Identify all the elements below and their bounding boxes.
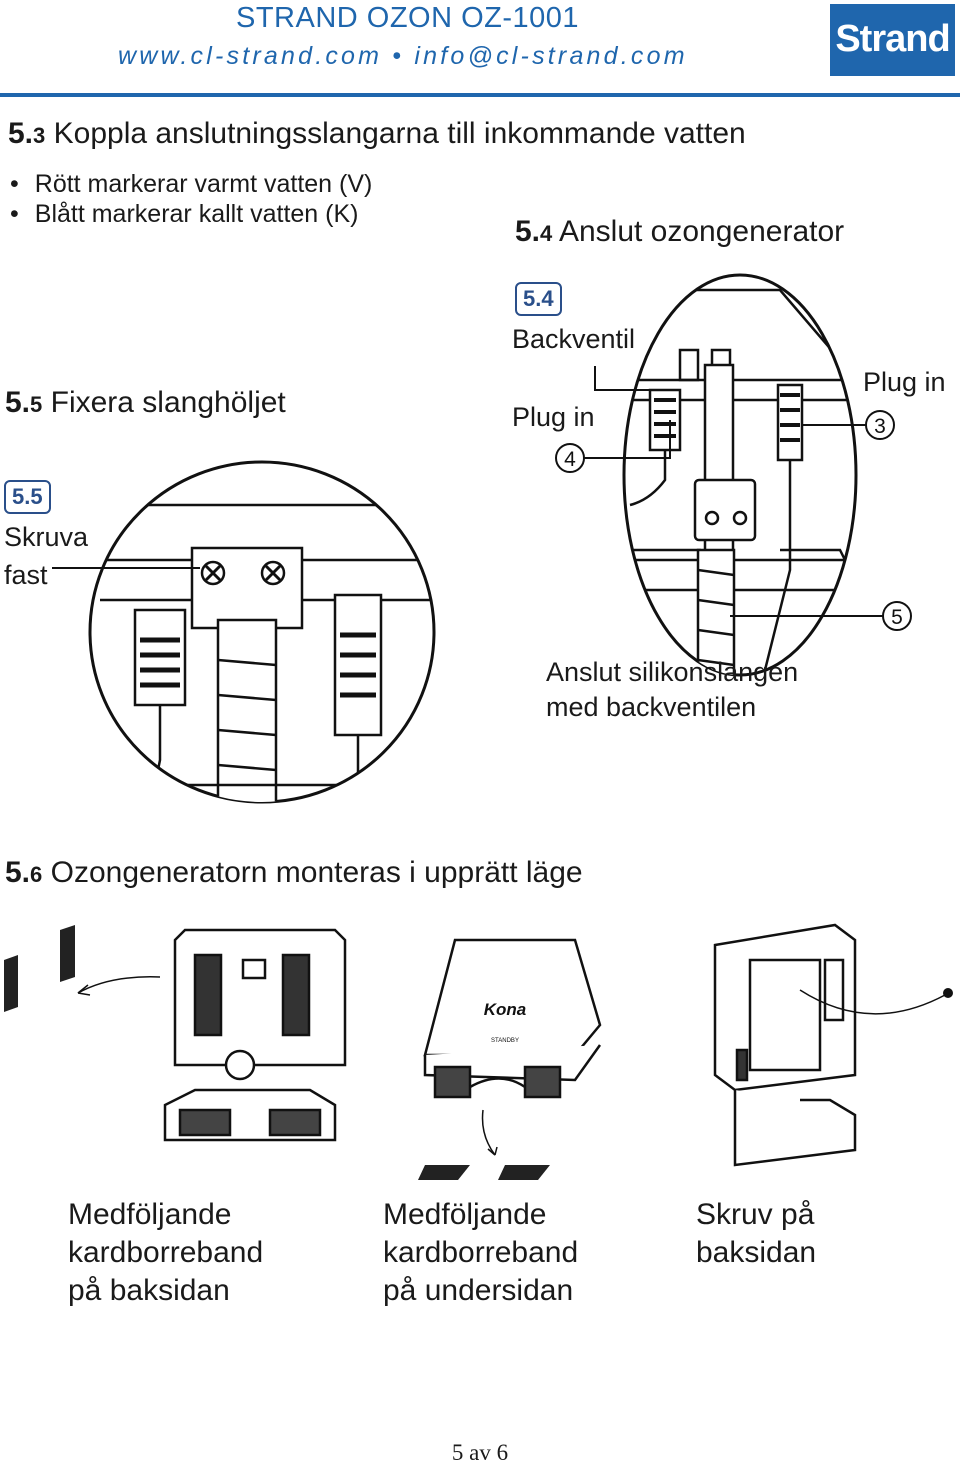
- section-title: Fixera slanghöljet: [50, 386, 286, 419]
- illustration-5-4: 4 3 5: [555, 273, 912, 677]
- label-skruva: Skruva: [4, 522, 89, 552]
- arrow-down: [481, 1109, 496, 1156]
- arrow-screw: [799, 989, 946, 1015]
- caption-screw-back: Skruv på baksidan: [696, 1198, 817, 1269]
- velcro-strip-left-2: [60, 925, 75, 982]
- device-side-screw: [713, 923, 857, 1167]
- zoom-oval: [622, 273, 858, 677]
- label-plug-in-left: Plug in: [512, 402, 595, 432]
- kona-brand-text: Kona: [484, 1000, 527, 1019]
- screw-right: [260, 560, 286, 586]
- badge-5-5: 5.5: [4, 480, 51, 514]
- strand-logo: Strand: [830, 4, 955, 76]
- caption-5-4-line2: med backventilen: [546, 692, 757, 722]
- device-back-velcro: [163, 928, 347, 1142]
- document-title: STRAND OZON OZ-1001: [236, 2, 580, 34]
- header-divider: [0, 93, 960, 97]
- velcro-strip-bottom-2: [498, 1165, 550, 1180]
- logo-text: Strand: [835, 17, 950, 60]
- illustration-5-6: Kona STANDBY: [4, 923, 953, 1180]
- bullet-cold-water: Blått markerar kallt vatten (K): [10, 200, 359, 229]
- section-number: 5.: [5, 386, 31, 419]
- leader-plug-left: [584, 420, 671, 459]
- page-number: 5 av 6: [451, 1440, 509, 1465]
- caption-5-4-line1: Anslut silikonslangen: [546, 657, 799, 687]
- arrow-left: [77, 976, 161, 994]
- standby-text: STANDBY: [491, 1038, 519, 1044]
- bullet-hot-water: Rött markerar varmt vatten (V): [10, 170, 373, 199]
- section-title: Koppla anslutningsslangarna till inkomma…: [53, 117, 746, 150]
- caption-velcro-back: Medföljande kardborreband på baksidan: [68, 1198, 264, 1307]
- label-plug-in-right: Plug in: [863, 367, 946, 397]
- contact-line: www.cl-strand.com • info@cl-strand.com: [118, 42, 688, 70]
- section-5-5-heading: 5.5 Fixera slanghöljet: [5, 386, 286, 420]
- label-fast: fast: [4, 560, 48, 590]
- number-3: 3: [874, 415, 886, 438]
- leader-backventil: [594, 366, 660, 391]
- number-4: 4: [564, 448, 576, 471]
- section-sub: 6: [30, 862, 43, 887]
- number-5: 5: [891, 606, 903, 629]
- section-sub: 5: [30, 392, 43, 417]
- section-sub: 3: [33, 123, 46, 148]
- section-5-3-heading: 5.3 Koppla anslutningsslangarna till ink…: [8, 117, 746, 151]
- badge-5-4: 5.4: [515, 282, 562, 316]
- illustration-5-5: [52, 460, 436, 804]
- section-number: 5.: [515, 215, 541, 248]
- section-title: Anslut ozongenerator: [558, 215, 845, 248]
- section-title: Ozongeneratorn monteras i upprätt läge: [50, 856, 583, 889]
- device-front-kona: [423, 938, 602, 1099]
- screw-icon: [943, 988, 953, 998]
- section-5-6-heading: 5.6 Ozongeneratorn monteras i upprätt lä…: [5, 856, 583, 890]
- label-backventil: Backventil: [512, 324, 636, 354]
- screw-left: [200, 560, 226, 586]
- velcro-strip-left-1: [4, 955, 18, 1012]
- velcro-strip-bottom-1: [418, 1165, 470, 1180]
- section-number: 5.: [8, 117, 34, 150]
- section-number: 5.: [5, 856, 31, 889]
- section-sub: 4: [540, 221, 553, 246]
- caption-velcro-bottom: Medföljande kardborreband på undersidan: [383, 1198, 579, 1307]
- section-5-4-heading: 5.4 Anslut ozongenerator: [515, 215, 844, 249]
